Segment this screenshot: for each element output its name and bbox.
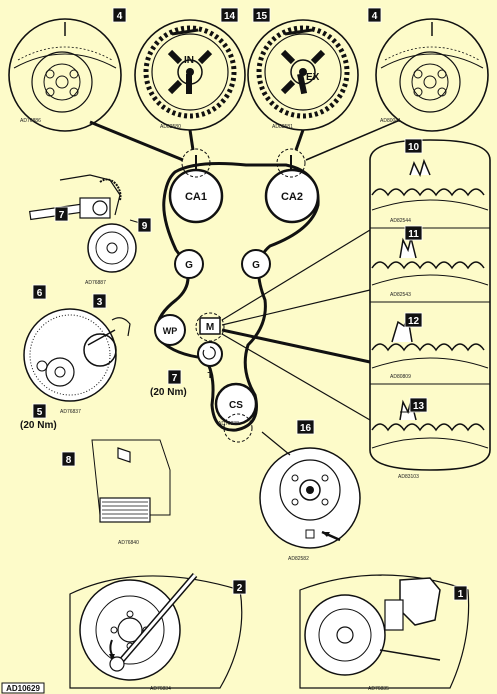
callout-badge-16: 16	[296, 419, 315, 435]
exhaust-label: EX	[306, 72, 320, 83]
callout-number: 7	[172, 373, 178, 384]
callout-badge-13: 13	[409, 397, 428, 413]
callout-number: 8	[66, 455, 72, 466]
callout-badges: 4 14 15 4 10 11 7 9 12 6 3 7 5 13 8 16 2 1	[32, 7, 468, 601]
pulley-guide-right-label: G	[252, 260, 260, 271]
intake-label: IN	[184, 55, 194, 66]
callout-badge-2: 2	[232, 579, 247, 595]
callout-badge-7: 7	[54, 206, 69, 222]
pulley-cs-label: CS	[229, 400, 243, 411]
callout-number: 4	[117, 11, 123, 22]
torque-label-5: (20 Nm)	[20, 420, 57, 431]
caption-ad80809: AD80809	[390, 374, 411, 380]
detail-view-2-crank-bolt: AD76834	[69, 573, 243, 692]
callout-number: 2	[237, 583, 243, 594]
caption-ad83103: AD83103	[398, 474, 419, 480]
detail-view-4-left: AD76886	[8, 18, 122, 132]
callout-number: 13	[413, 401, 425, 412]
caption-ad82544: AD82544	[390, 218, 411, 224]
callout-number: 14	[224, 11, 236, 22]
callout-badge-12: 12	[404, 312, 423, 328]
callout-badge-9: 9	[137, 217, 152, 233]
pulley-water-pump: WP	[154, 314, 186, 346]
caption-ad76887: AD76887	[85, 280, 106, 286]
pulley-wp-label: WP	[163, 326, 178, 336]
callout-badge-8: 8	[61, 451, 76, 467]
caption-ad82580: AD82580	[160, 124, 181, 130]
callout-number: 10	[408, 142, 420, 153]
callout-badge-7: 7	[167, 369, 182, 385]
belt-marking-m: M	[199, 317, 221, 335]
pulley-ca2: CA2	[264, 168, 320, 224]
detail-view-14-intake-cam: IN AD82580	[134, 19, 246, 131]
caption-ad82543: AD82543	[390, 292, 411, 298]
callout-number: 12	[408, 316, 420, 327]
callout-number: 7	[59, 210, 65, 221]
caption-ad76834: AD76834	[150, 686, 171, 692]
caption-ad80041: AD80041	[380, 118, 401, 124]
callout-badge-1: 1	[453, 585, 468, 601]
callout-badge-11: 11	[404, 225, 423, 241]
detail-view-3-5-6-crank: AD76837	[23, 308, 131, 415]
caption-ad76840: AD76840	[118, 540, 139, 546]
callout-badge-4: 4	[112, 7, 127, 23]
callout-badge-14: 14	[220, 7, 239, 23]
callout-badge-3: 3	[92, 293, 107, 309]
callout-badge-15: 15	[252, 7, 271, 23]
callout-number: 11	[408, 229, 419, 240]
detail-view-16-crank-pulley: AD82582	[259, 431, 361, 562]
callout-number: 4	[372, 11, 378, 22]
pulley-ca2-label: CA2	[281, 191, 303, 203]
callout-badge-4: 4	[367, 7, 382, 23]
callout-number: 6	[37, 288, 43, 299]
pulley-tensioner: T	[197, 341, 223, 380]
caption-ad76886: AD76886	[20, 118, 41, 124]
callout-number: 16	[300, 423, 312, 434]
torque-label-7: (20 Nm)	[150, 387, 187, 398]
detail-panel-10-to-13: AD82544 AD82543 AD80809 AD83103	[369, 139, 491, 480]
callout-number: 15	[256, 11, 268, 22]
timing-belt-layout: CA1 CA2 G G WP T CS M	[154, 148, 320, 443]
callout-badge-10: 10	[404, 138, 423, 154]
pulley-crankshaft: CS	[214, 382, 258, 426]
detail-view-8: AD76840	[91, 439, 171, 546]
pulley-guide-left-label: G	[185, 260, 193, 271]
caption-ad76837: AD76837	[60, 409, 81, 415]
detail-view-7-9-tensioner: AD76887	[29, 174, 141, 286]
detail-view-4-right: AD80041	[375, 18, 489, 132]
pulley-ca1-label: CA1	[185, 191, 207, 203]
detail-view-15-exhaust-cam: EX AD82581	[247, 19, 359, 131]
figure-id: AD10629	[6, 684, 40, 693]
caption-ad82582: AD82582	[288, 556, 309, 562]
callout-badge-6: 6	[32, 284, 47, 300]
figure-reference: AD10629	[1, 682, 45, 694]
pulley-guide-right: G	[241, 249, 271, 279]
callout-number: 9	[142, 221, 148, 232]
tensioner-label: T	[208, 371, 213, 380]
callout-number: 1	[458, 589, 464, 600]
callout-number: 5	[37, 407, 43, 418]
caption-ad76835: AD76835	[368, 686, 389, 692]
callout-number: 3	[97, 297, 103, 308]
detail-view-1-engine-mount: AD76835	[299, 574, 470, 692]
caption-ad82581: AD82581	[272, 124, 293, 130]
pulley-ca1: CA1	[168, 168, 224, 224]
callout-badge-5: 5	[32, 403, 47, 419]
belt-mark-label: M	[206, 322, 214, 333]
pulley-guide-left: G	[174, 249, 204, 279]
caption-ad76838: AD76838	[218, 421, 239, 427]
